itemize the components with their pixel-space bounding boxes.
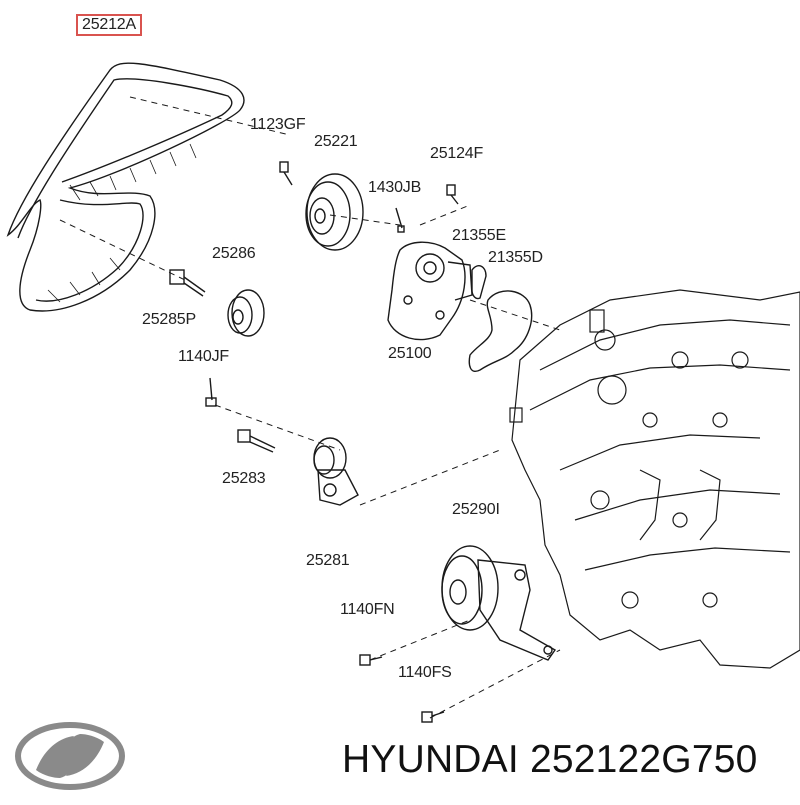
label-25124f[interactable]: 25124F [430,145,484,162]
label-1123gf[interactable]: 1123GF [250,116,306,133]
label-25221[interactable]: 25221 [314,133,358,150]
idler-25286-shape [227,289,265,337]
label-1140jf[interactable]: 1140JF [178,348,229,365]
label-belt-25212a[interactable]: 25212A [76,14,142,36]
label-25286[interactable]: 25286 [212,245,256,262]
label-21355e[interactable]: 21355E [452,227,506,244]
water-pump-25100-shape [387,241,473,341]
pulley-25221-shape [305,173,364,251]
label-1140fn[interactable]: 1140FN [340,601,395,618]
label-1430jb[interactable]: 1430JB [368,179,422,196]
label-21355d[interactable]: 21355D [488,249,543,266]
bolt-1123gf-shape [279,161,293,186]
engine-block-shape [509,289,800,669]
label-25285p[interactable]: 25285P [142,311,196,328]
label-25100[interactable]: 25100 [388,345,432,362]
hyundai-logo-icon [15,722,125,790]
tensioner-25281-shape [313,437,359,506]
label-25283[interactable]: 25283 [222,470,266,487]
label-25290i[interactable]: 25290I [452,501,500,518]
belt-outline [6,62,245,312]
label-1140fs[interactable]: 1140FS [398,664,452,681]
brand-part-number: HYUNDAI 252122G750 [342,738,758,781]
label-25281[interactable]: 25281 [306,552,350,569]
pulley-25290i-shape [441,545,557,661]
